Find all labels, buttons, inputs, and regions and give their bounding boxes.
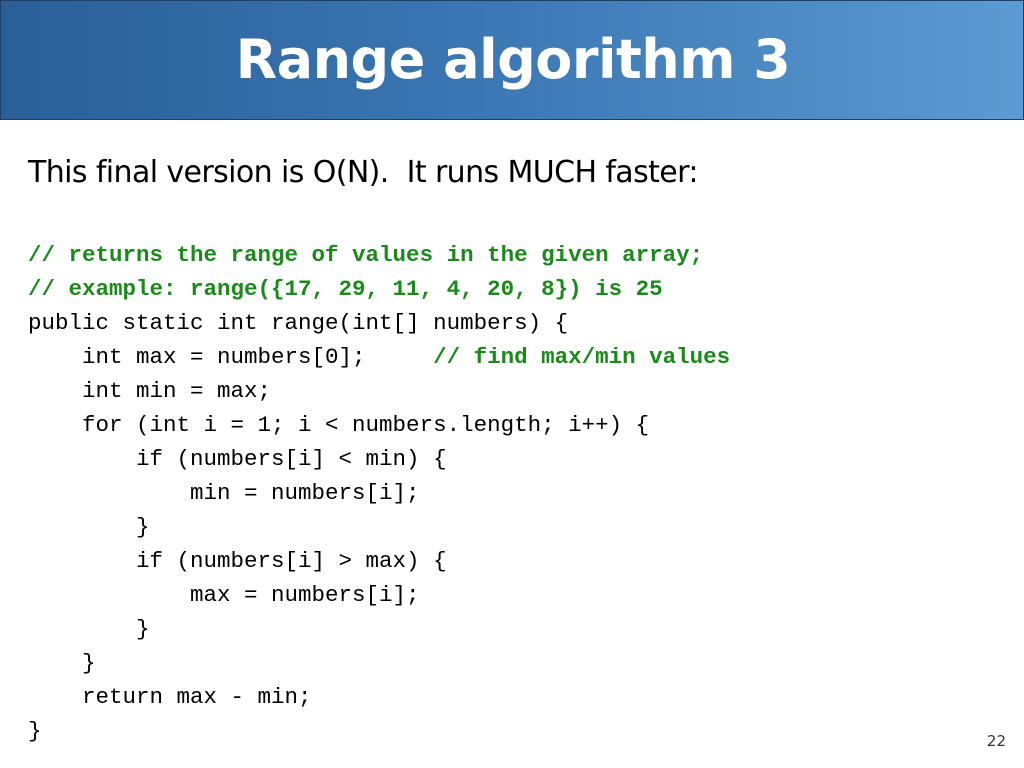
code-line: return max - min; — [28, 684, 312, 710]
title-bar: Range algorithm 3 — [0, 0, 1024, 120]
code-inline-comment: // find max/min values — [433, 344, 731, 370]
intro-text: This final version is O(N). It runs MUCH… — [28, 155, 698, 190]
code-line: int max = numbers[0]; // find max/min va… — [28, 340, 730, 374]
code-comment-line: // example: range({17, 29, 11, 4, 20, 8}… — [28, 276, 663, 302]
code-line: if (numbers[i] < min) { — [28, 446, 447, 472]
code-text: int max = numbers[0]; — [28, 344, 434, 370]
code-block: // returns the range of values in the gi… — [28, 238, 730, 748]
code-line: min = numbers[i]; — [28, 480, 420, 506]
code-line: } — [28, 718, 42, 744]
code-comment-line: // returns the range of values in the gi… — [28, 242, 704, 268]
code-line: public static int range(int[] numbers) { — [28, 310, 569, 336]
slide-title: Range algorithm 3 — [235, 28, 791, 91]
code-line: for (int i = 1; i < numbers.length; i++)… — [28, 412, 650, 438]
code-line: int min = max; — [28, 378, 272, 404]
code-line: max = numbers[i]; — [28, 582, 420, 608]
code-line: if (numbers[i] > max) { — [28, 548, 447, 574]
code-line: } — [28, 616, 150, 642]
slide-number: 22 — [986, 732, 1006, 750]
code-line: } — [28, 650, 96, 676]
code-line: } — [28, 514, 150, 540]
